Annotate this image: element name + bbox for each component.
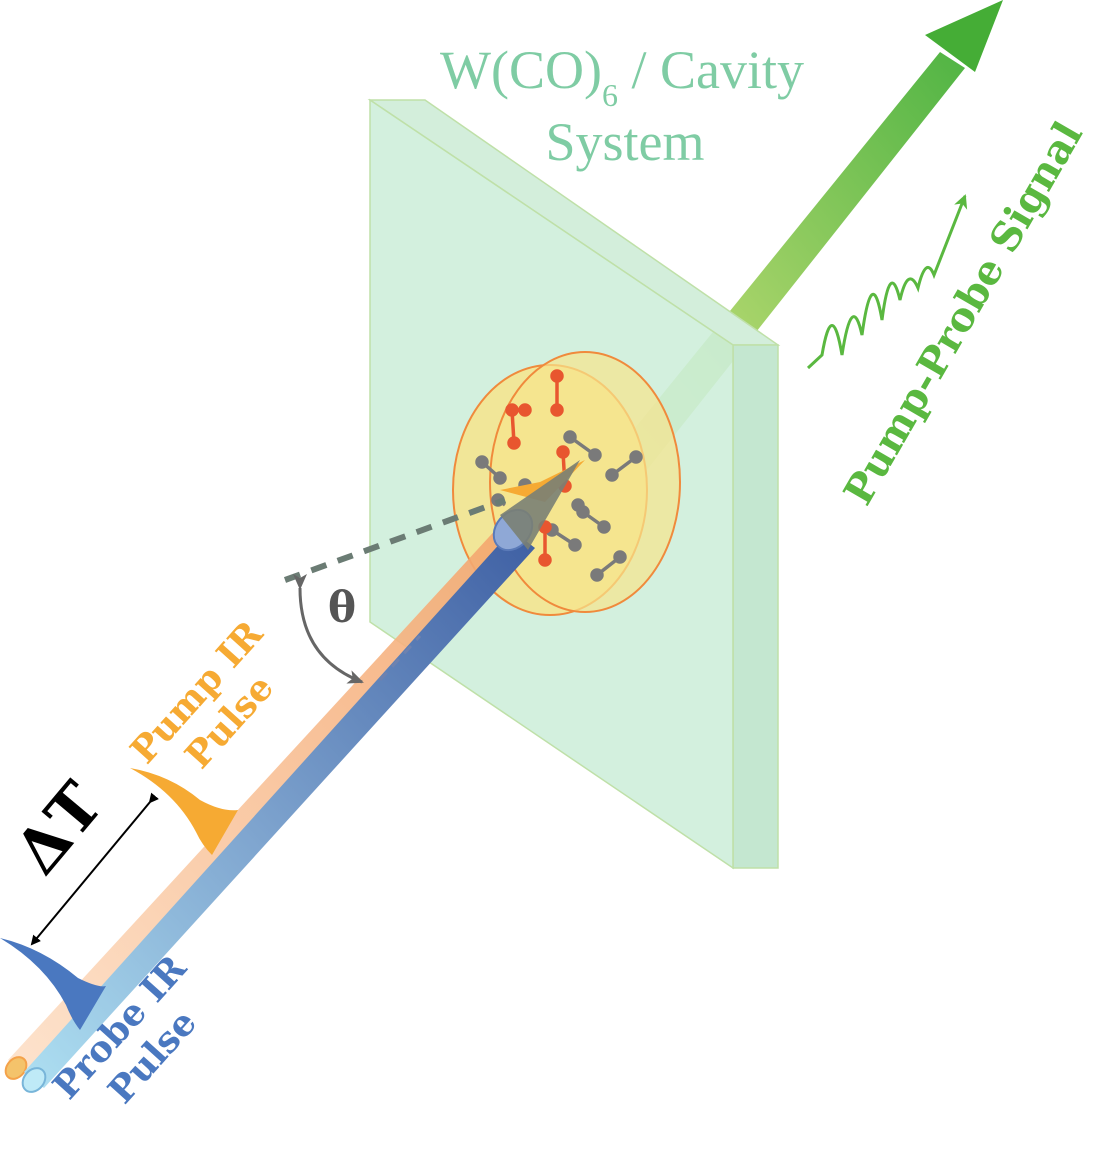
delay-arrow	[30, 792, 159, 946]
system-title-line2: System	[545, 112, 704, 172]
system-title: W(CO)6 / Cavity System	[440, 40, 804, 172]
angle-label: θ	[328, 583, 356, 632]
probe-beam	[21, 460, 580, 1093]
signal-waveform	[806, 194, 968, 370]
co-molecule	[475, 430, 643, 582]
signal-arrowhead	[925, 0, 1003, 72]
probe-pulse-shape	[0, 938, 106, 1030]
system-title-line1: W(CO)6 / Cavity	[440, 40, 804, 113]
angle-arc	[292, 573, 364, 684]
normal-dashed-line	[283, 497, 507, 583]
pump-pulse-shape	[130, 768, 238, 855]
delay-label: ΔT	[0, 769, 117, 888]
